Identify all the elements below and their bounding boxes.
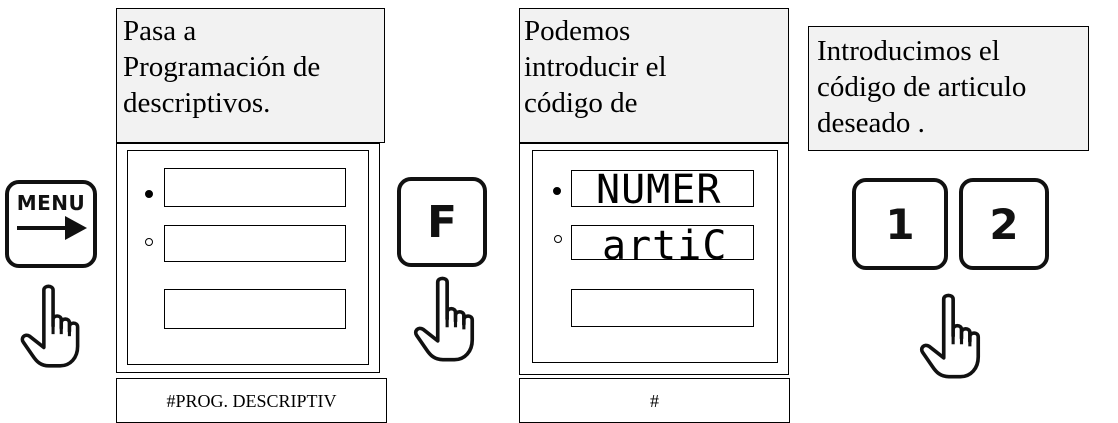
menu-key-button[interactable]: MENU <box>5 180 97 268</box>
indicator-filled-icon <box>553 187 561 195</box>
display-row-2 <box>164 225 346 262</box>
caption-line: introducir el <box>524 51 667 83</box>
menu-key-label: MENU <box>16 191 86 215</box>
key-2-button[interactable]: 2 <box>959 178 1049 270</box>
display-row-3 <box>164 289 346 329</box>
indicator-filled-icon <box>145 190 153 198</box>
display-row-2 <box>571 225 754 260</box>
caption-line: Pasa a <box>123 15 197 47</box>
caption-line: deseado . <box>817 107 925 139</box>
step1-footer: #PROG. DESCRIPTIV <box>116 378 387 423</box>
arrow-right-icon <box>17 216 87 240</box>
step1-caption: Pasa a Programación de descriptivos. <box>116 8 385 143</box>
display-row-3 <box>571 289 754 327</box>
indicator-hollow-icon <box>554 235 562 243</box>
f-key-button[interactable]: F <box>397 177 487 267</box>
step2-footer: # <box>519 378 790 423</box>
caption-line: Podemos <box>524 15 631 47</box>
display-row-1 <box>571 170 754 207</box>
key-1-button[interactable]: 1 <box>852 178 948 270</box>
caption-line: Programación de <box>123 51 321 83</box>
caption-line: Introducimos el <box>817 35 1000 67</box>
display-row-2-text: artiC <box>602 223 728 269</box>
caption-line: código de <box>524 87 638 119</box>
caption-line: código de articulo <box>817 71 1027 103</box>
pointing-hand-icon <box>407 275 481 367</box>
display-row-1-text: NUMER <box>596 167 722 213</box>
caption-line: descriptivos. <box>123 87 271 119</box>
pointing-hand-icon <box>913 292 987 384</box>
step2-display-bezel <box>532 150 778 363</box>
pointing-hand-icon <box>13 283 87 373</box>
display-row-1 <box>164 168 346 207</box>
indicator-hollow-icon <box>145 238 153 246</box>
step2-caption: Podemos introducir el código de <box>519 8 789 143</box>
step1-display-bezel <box>127 150 369 365</box>
step3-caption: Introducimos el código de articulo desea… <box>808 26 1089 151</box>
